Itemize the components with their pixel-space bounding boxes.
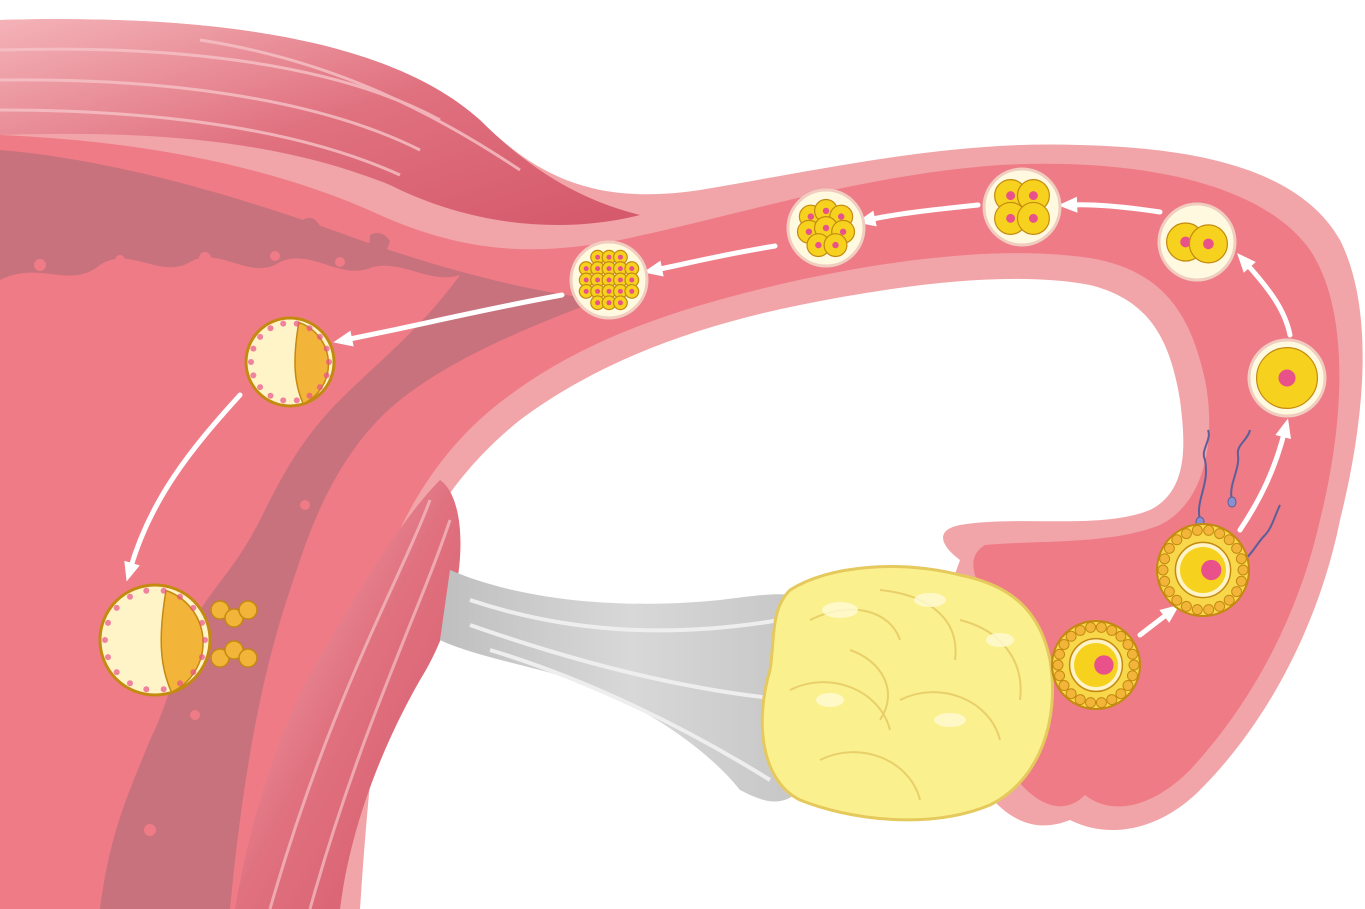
- fertilization-cell: [1157, 524, 1249, 616]
- morula-cell: [571, 242, 647, 318]
- sperm-head: [1228, 497, 1236, 507]
- blastocyst-cell: [246, 318, 334, 406]
- eight-cell-cell: [788, 190, 864, 266]
- two-cell-cell: [1159, 204, 1235, 280]
- zygote-cell: [1249, 340, 1325, 416]
- ovulated-oocyte-cell: [1052, 621, 1140, 709]
- ovary: [762, 567, 1052, 820]
- four-cell-cell: [984, 169, 1060, 245]
- ovarian-ligament: [440, 570, 821, 802]
